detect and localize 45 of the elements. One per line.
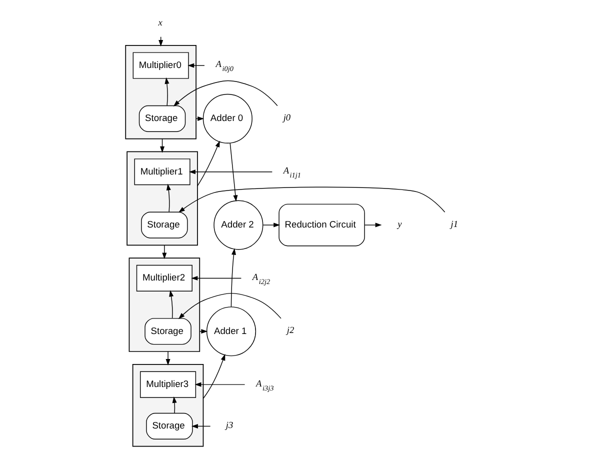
node-text: j3 xyxy=(226,420,234,431)
node-circle: Adder 2 xyxy=(214,200,264,250)
arrow xyxy=(166,184,171,212)
node-text: A$_{i0j0}$ xyxy=(216,60,234,74)
arrow xyxy=(164,77,170,106)
arrow xyxy=(364,222,382,228)
node-box: Multiplier2 xyxy=(136,264,192,292)
arrow xyxy=(188,63,205,68)
node-box: Multiplier0 xyxy=(132,52,189,79)
arrow xyxy=(197,140,220,186)
node-box: Storage xyxy=(138,105,186,132)
arrow xyxy=(178,292,282,320)
cluster xyxy=(128,258,200,352)
node-text: A$_{i3j3}$ xyxy=(256,379,274,392)
node-text: A$_{i1j1}$ xyxy=(283,166,301,180)
node-box: Reduction Circuit xyxy=(278,204,365,246)
node-box: Storage xyxy=(144,318,192,345)
arrow xyxy=(230,142,238,202)
node-box: Storage xyxy=(141,212,188,238)
arrow xyxy=(191,276,242,280)
arrow xyxy=(169,290,174,318)
arrow xyxy=(191,424,211,428)
cluster xyxy=(126,151,198,246)
arrow xyxy=(173,80,278,106)
node-text: A$_{i2j2}$ xyxy=(252,272,270,286)
node-box: Multiplier3 xyxy=(140,371,196,398)
node-box: Multiplier1 xyxy=(134,158,190,186)
arrow xyxy=(194,382,246,387)
node-text: x xyxy=(158,18,162,29)
arrow xyxy=(166,351,170,366)
node-text: j2 xyxy=(286,326,294,336)
arrow xyxy=(178,186,446,213)
arrow xyxy=(172,396,177,414)
node-circle: Adder 1 xyxy=(206,306,256,356)
arrow xyxy=(230,248,236,308)
node-text: j0 xyxy=(283,113,291,124)
arrow xyxy=(202,354,226,399)
node-box: Storage xyxy=(146,412,193,440)
cluster xyxy=(132,364,204,447)
arrow xyxy=(188,170,273,174)
arrow xyxy=(262,222,280,228)
arrow xyxy=(162,244,167,260)
node-circle: Adder 0 xyxy=(202,94,252,144)
node-text: j1 xyxy=(450,220,458,230)
node-text: y xyxy=(398,220,402,230)
